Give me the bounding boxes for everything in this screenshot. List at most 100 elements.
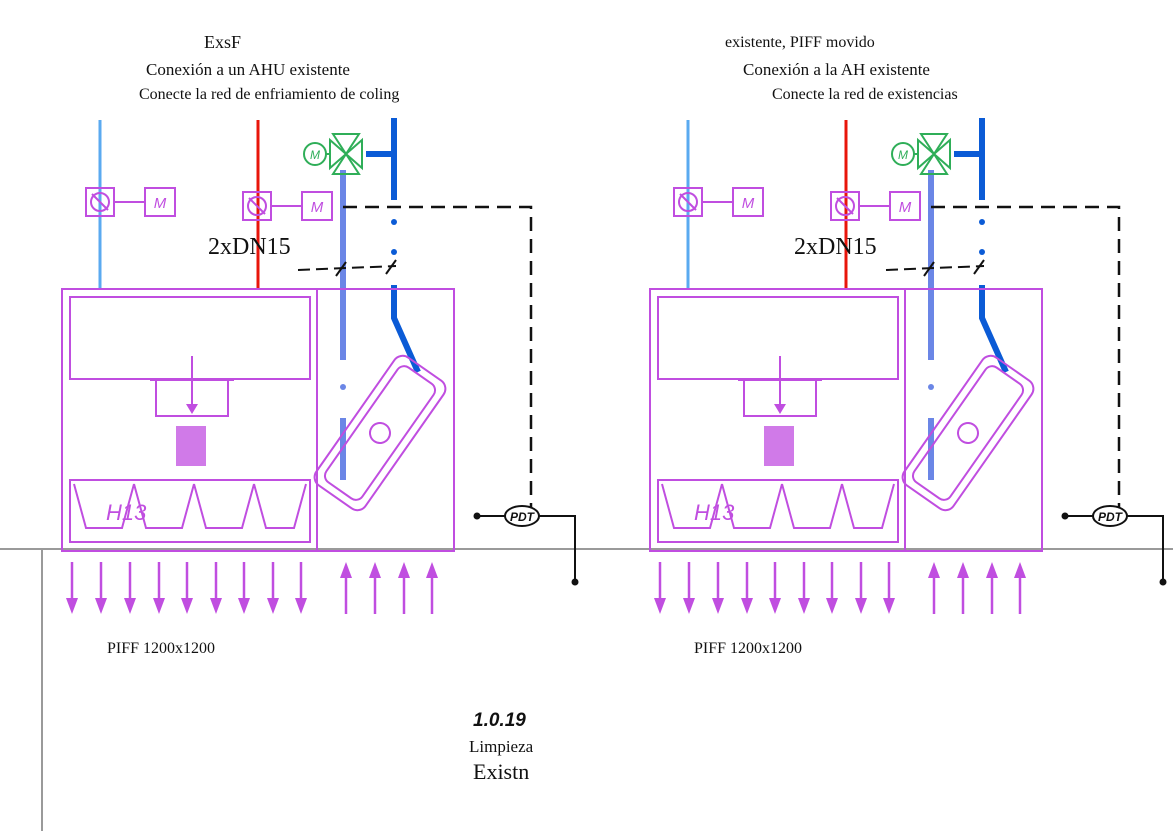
pipe-dot-2 xyxy=(391,249,397,255)
return-arrow-head-1 xyxy=(340,562,352,578)
fan-motor xyxy=(176,426,206,466)
left-header-line3: Conecte la red de enfriamiento de coling xyxy=(139,86,400,103)
valve-actuator xyxy=(891,142,915,166)
break-mark-1 xyxy=(335,261,347,277)
return-arrow-head-2 xyxy=(957,562,969,578)
left-pipe-label: 2xDN15 xyxy=(208,234,291,260)
supply-arrow-head-4 xyxy=(153,598,165,614)
right-header-line2: Conexión a la AH existente xyxy=(743,60,930,79)
pdt-node-right xyxy=(1159,578,1167,586)
damper-2-motor xyxy=(301,191,333,221)
valve-right xyxy=(932,137,951,171)
supply-arrow-head-2 xyxy=(683,598,695,614)
pdt-lead-right xyxy=(539,515,576,582)
ahu-housing xyxy=(61,288,455,552)
left-header-line1: ExsF xyxy=(204,32,242,52)
supply-arrow-head-6 xyxy=(210,598,222,614)
return-arrow-head-2 xyxy=(369,562,381,578)
damper-1-motor-label: M xyxy=(742,195,755,212)
pipe-connection-dash xyxy=(297,265,397,271)
return-arrow-head-3 xyxy=(398,562,410,578)
left-header-line2: Conexión a un AHU existente xyxy=(146,60,350,79)
coil-center xyxy=(369,422,391,444)
filter-bag-3 xyxy=(781,483,843,529)
valve-motor-label: M xyxy=(898,148,908,162)
damper-2-motor xyxy=(889,191,921,221)
fan-arrow xyxy=(774,404,786,414)
valve-left xyxy=(917,137,936,171)
return-arrow-head-4 xyxy=(1014,562,1026,578)
pipe-dot-1 xyxy=(391,219,397,225)
coil-outer xyxy=(901,354,1035,512)
coil-center xyxy=(957,422,979,444)
ahu-plenum xyxy=(657,296,899,380)
fan-arrow xyxy=(186,404,198,414)
valve-bottom xyxy=(331,152,361,175)
right-header-line3: Conecte la red de existencias xyxy=(772,86,958,103)
supply-arrow-head-5 xyxy=(769,598,781,614)
damper-1-motor xyxy=(732,187,764,217)
pdt-label: PDT xyxy=(1098,510,1124,524)
supply-arrow-head-1 xyxy=(66,598,78,614)
supply-arrow-head-7 xyxy=(238,598,250,614)
pdt-node-right xyxy=(571,578,579,586)
ahu-housing xyxy=(649,288,1043,552)
room-name: Limpieza xyxy=(469,737,534,756)
filter-bag-1 xyxy=(73,483,135,529)
damper-1-disc xyxy=(678,192,698,212)
left-grille-label: PIFF 1200x1200 xyxy=(107,640,216,657)
filter-frame xyxy=(69,479,311,543)
cooling-coil xyxy=(901,354,1035,512)
filter-bag-4 xyxy=(841,483,895,529)
supply-arrow-head-5 xyxy=(181,598,193,614)
return-arrow-head-4 xyxy=(426,562,438,578)
filter-bag-3 xyxy=(193,483,255,529)
damper-2-disc xyxy=(835,196,855,216)
fan-motor xyxy=(764,426,794,466)
pipe-dot-1 xyxy=(979,219,985,225)
damper-2-disc xyxy=(247,196,267,216)
room-code: 1.0.19 xyxy=(473,710,526,731)
valve-top xyxy=(331,133,361,156)
pipe-to-coil xyxy=(391,285,421,374)
filter-bag-1 xyxy=(661,483,723,529)
filter-bag-4 xyxy=(253,483,307,529)
coil-inner xyxy=(323,365,437,501)
supply-arrow-head-3 xyxy=(712,598,724,614)
right-pipe-label: 2xDN15 xyxy=(794,234,877,260)
supply-arrow-head-9 xyxy=(295,598,307,614)
return-arrow-head-1 xyxy=(928,562,940,578)
right-header-line1: existente, PIFF movido xyxy=(725,34,875,51)
valve-bottom xyxy=(919,152,949,175)
supply-arrow-head-4 xyxy=(741,598,753,614)
valve-motor-label: M xyxy=(310,148,320,162)
return-pipe-dot xyxy=(340,384,346,390)
cooling-coil xyxy=(313,354,447,512)
pipe-dot-2 xyxy=(979,249,985,255)
pdt-node-left xyxy=(1061,512,1069,520)
return-pipe-dot xyxy=(928,384,934,390)
valve-actuator xyxy=(303,142,327,166)
filter-bag-2 xyxy=(721,483,783,529)
valve-top xyxy=(919,133,949,156)
filter-label: H13 xyxy=(694,500,735,525)
supply-arrow-head-1 xyxy=(654,598,666,614)
supply-arrow-head-8 xyxy=(855,598,867,614)
supply-arrow-head-2 xyxy=(95,598,107,614)
room-status: Existn xyxy=(473,759,530,784)
right-grille-label: PIFF 1200x1200 xyxy=(694,640,803,657)
supply-arrow-head-9 xyxy=(883,598,895,614)
supply-arrow-head-6 xyxy=(798,598,810,614)
break-mark-1 xyxy=(923,261,935,277)
break-mark-2 xyxy=(385,259,397,275)
pdt-lead-right xyxy=(1127,515,1164,582)
filter-bag-2 xyxy=(133,483,195,529)
damper-2-blade xyxy=(248,197,266,215)
ahu-plenum xyxy=(69,296,311,380)
damper-1-blade xyxy=(679,193,697,211)
coil-inner xyxy=(911,365,1025,501)
pipe-connection-dash xyxy=(885,265,985,271)
control-line xyxy=(343,205,533,510)
